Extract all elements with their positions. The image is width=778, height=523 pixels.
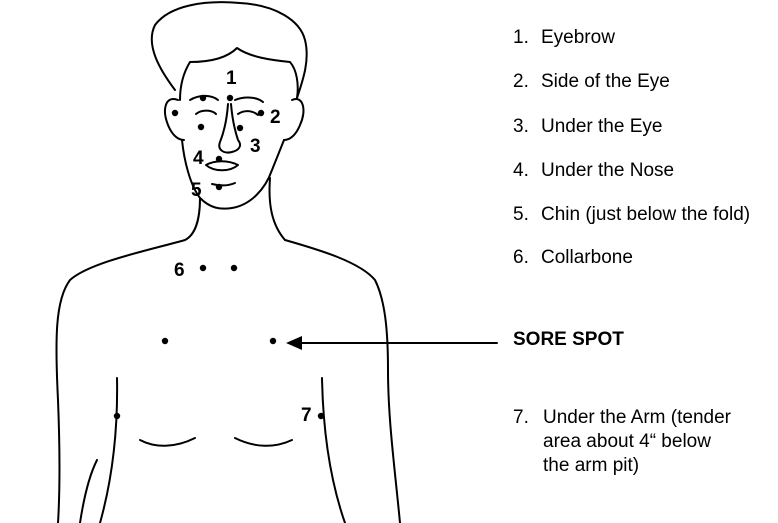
point-under-arm-left (114, 413, 120, 419)
legend-item-text: Under the Eye (541, 116, 662, 137)
legend-item-side-of-eye: 2.Side of the Eye (513, 70, 670, 94)
legend-item-text: Eyebrow (541, 27, 615, 48)
right-eye (238, 111, 258, 115)
point-eyebrow-left (200, 95, 206, 101)
legend-item-number: 1. (513, 26, 541, 50)
legend-item-number: 4. (513, 159, 541, 183)
left-shoulder (56, 240, 185, 523)
point-under-nose (216, 156, 222, 162)
left-ear (165, 99, 184, 140)
figure-label-5: 5 (191, 180, 202, 201)
legend-item-eyebrow: 1.Eyebrow (513, 26, 615, 50)
left-pec (140, 438, 195, 446)
point-under-eye-right (237, 125, 243, 131)
legend-item-text-line: Under the Arm (tender (543, 406, 778, 430)
point-under-arm-right (318, 413, 324, 419)
point-side-eye-left (172, 110, 178, 116)
legend-item-text: Chin (just below the fold) (541, 204, 750, 225)
legend-item-text: Side of the Eye (541, 71, 670, 92)
legend-item-text-line: the arm pit) (543, 454, 778, 478)
point-sore-spot-right (270, 338, 276, 344)
mouth (206, 161, 238, 170)
figure-label-3: 3 (250, 136, 261, 157)
right-eyebrow (235, 98, 263, 102)
figure-label-7: 7 (301, 405, 312, 426)
point-under-eye-left (198, 124, 204, 130)
sore-spot-label: SORE SPOT (513, 328, 624, 352)
point-collarbone-right (231, 265, 237, 271)
chin-fold (212, 183, 235, 185)
point-chin (216, 184, 222, 190)
right-ear (284, 99, 303, 140)
right-torso-side (322, 378, 345, 523)
right-shoulder (285, 240, 400, 523)
left-arm-inner (80, 460, 97, 523)
right-pec (235, 438, 292, 446)
figure-label-6: 6 (174, 260, 185, 281)
legend-item-number: 2. (513, 70, 541, 94)
point-side-eye-right (258, 110, 264, 116)
legend-item-number: 3. (513, 115, 541, 139)
legend-item-number: 6. (513, 246, 541, 270)
legend-item-text-line: area about 4“ below (543, 430, 778, 454)
figure-label-4: 4 (193, 148, 204, 169)
point-eyebrow-right (227, 95, 233, 101)
legend-item-text: Collarbone (541, 247, 633, 268)
legend-item-number: 7. (513, 406, 529, 430)
point-sore-spot-left (162, 338, 168, 344)
figure-label-1: 1 (226, 68, 237, 89)
legend-item-number: 5. (513, 203, 541, 227)
left-eye (196, 111, 216, 114)
legend-item-chin: 5.Chin (just below the fold) (513, 203, 750, 227)
legend-item-under-eye: 3.Under the Eye (513, 115, 662, 139)
legend-item-text: Under the Nose (541, 160, 674, 181)
sore-spot-arrowhead (286, 336, 302, 350)
figure-label-2: 2 (270, 107, 281, 128)
left-torso-side (100, 378, 117, 523)
neck-right (270, 178, 285, 240)
legend-item-text: Under the Arm (tender area about 4“ belo… (543, 406, 778, 478)
neck-left (185, 198, 200, 240)
point-collarbone-left (200, 265, 206, 271)
legend-item-collarbone: 6.Collarbone (513, 246, 633, 270)
legend-item-under-nose: 4.Under the Nose (513, 159, 674, 183)
